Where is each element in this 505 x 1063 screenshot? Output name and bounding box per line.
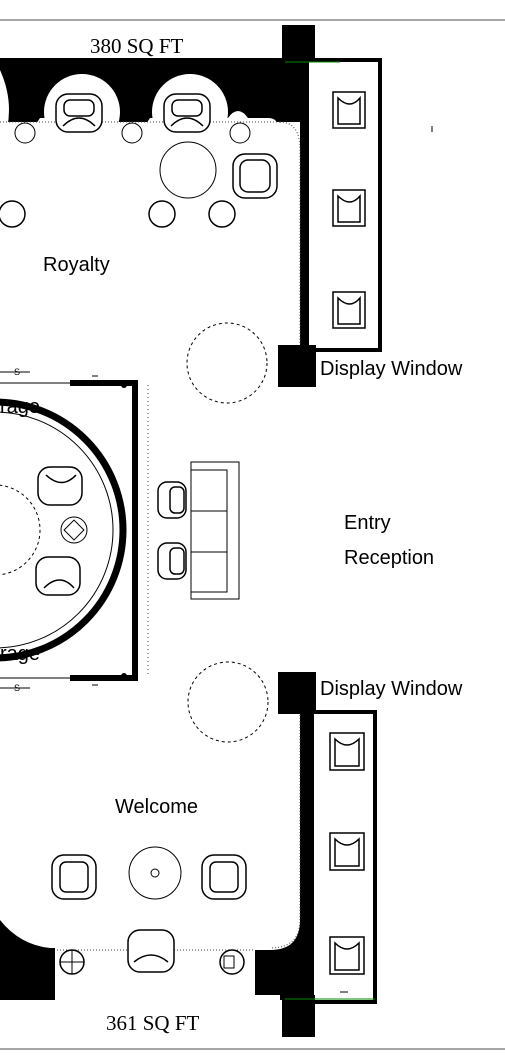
welcome-room xyxy=(0,661,377,1037)
sofa-icon xyxy=(190,461,240,600)
chair-icon xyxy=(332,91,366,129)
room-label-welcome: Welcome xyxy=(115,796,198,818)
dashed-circle-marker xyxy=(186,322,268,404)
royalty-furniture xyxy=(0,93,278,404)
room-label-storage-top: rage xyxy=(0,396,41,418)
welcome-furniture xyxy=(51,846,247,975)
armchair-icon xyxy=(37,466,83,506)
s-mark-bottom: S xyxy=(14,683,21,693)
armchair-icon xyxy=(55,93,103,133)
armchair-icon xyxy=(201,854,247,900)
armchair-icon xyxy=(35,556,81,596)
plant-icon xyxy=(121,122,143,144)
entry-furniture xyxy=(157,461,240,600)
round-table-icon xyxy=(128,846,182,900)
room-label-entry: Entry xyxy=(344,512,391,534)
display-window-label-bottom: Display Window xyxy=(320,678,463,700)
chair-icon xyxy=(157,542,187,580)
chair-icon xyxy=(332,189,366,227)
stool-icon xyxy=(0,200,26,228)
s-mark-top: S xyxy=(14,367,21,377)
room-label-reception: Reception xyxy=(344,547,435,569)
display-window-bottom-chairs xyxy=(329,732,365,975)
area-label-bottom: 361 SQ FT xyxy=(106,1011,200,1035)
plant-icon xyxy=(229,122,251,144)
display-window-label-top: Display Window xyxy=(320,358,463,380)
area-label-top: 380 SQ FT xyxy=(90,34,184,58)
chair-icon xyxy=(329,832,365,871)
storage-room xyxy=(0,375,149,686)
plant-icon xyxy=(14,122,36,144)
chair-icon xyxy=(329,732,365,771)
armchair-icon xyxy=(163,93,211,133)
dashed-circle-marker xyxy=(187,661,269,743)
round-table-icon xyxy=(159,141,217,199)
side-table-icon xyxy=(60,516,88,544)
chair-icon xyxy=(157,481,187,519)
chair-icon xyxy=(332,291,366,329)
armchair-icon xyxy=(51,854,97,900)
plant-icon xyxy=(59,949,85,975)
stool-icon xyxy=(208,200,236,228)
armchair-icon xyxy=(232,153,278,199)
lamp-icon xyxy=(219,949,245,975)
room-label-storage-bottom: rage xyxy=(0,643,41,665)
door-marks xyxy=(0,371,30,689)
display-window-top-chairs xyxy=(332,91,366,329)
room-label-royalty: Royalty xyxy=(43,254,110,276)
armchair-icon xyxy=(127,929,175,973)
chair-icon xyxy=(329,936,365,975)
stool-icon xyxy=(148,200,176,228)
